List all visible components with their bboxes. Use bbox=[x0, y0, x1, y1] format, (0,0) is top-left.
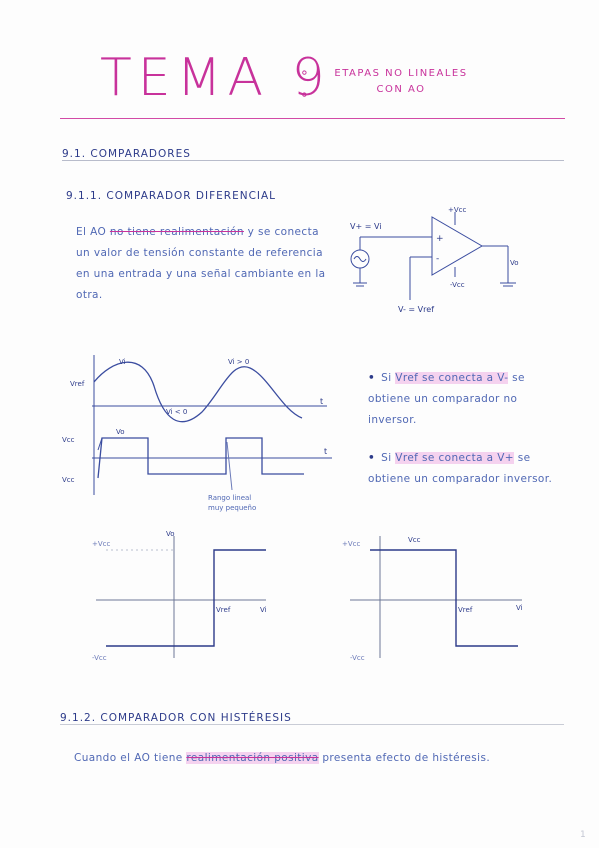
bullet-dot: • bbox=[368, 452, 376, 464]
title-colon: ∘∘ bbox=[300, 65, 309, 103]
opamp-triangle bbox=[431, 216, 483, 276]
page-number: 1 bbox=[580, 830, 586, 840]
label-vcc-pos: Vcc bbox=[62, 436, 75, 444]
square-wave-vo bbox=[97, 437, 304, 479]
transfer2-label-pos: +Vcc bbox=[342, 540, 361, 548]
label-plus-sign: + bbox=[436, 234, 444, 244]
label-vcc-neg: Vcc bbox=[62, 476, 75, 484]
subsection-heading-comparador-histeresis: 9.1.2. COMPARADOR CON HISTÉRESIS bbox=[60, 712, 292, 724]
label-vi-neg: Vi < 0 bbox=[166, 408, 187, 416]
transfer-curve-noninverting: Vo +Vcc -Vcc Vref Vi bbox=[92, 530, 267, 662]
note-linear-line-2: muy pequeño bbox=[208, 504, 256, 512]
transfer2-label-top: Vcc bbox=[408, 536, 421, 544]
note-pointer bbox=[226, 441, 233, 491]
transfer1-label-vref: Vref bbox=[216, 606, 231, 614]
para1-text-3: y se conecta un valor de tensión constan… bbox=[76, 226, 326, 301]
opamp-circuit-diagram: V+ = Vi + - +Vcc -Vcc Vo V- = Vref bbox=[350, 206, 519, 314]
label-vo: Vo bbox=[510, 259, 519, 267]
paragraph-histeresis: Cuando el AO tiene realimentación positi… bbox=[74, 748, 564, 769]
transfer1-label-neg: -Vcc bbox=[92, 654, 107, 662]
label-vi-pos: Vi > 0 bbox=[228, 358, 249, 366]
label-t-2: t bbox=[324, 447, 327, 456]
section-heading-comparadores: 9.1. COMPARADORES bbox=[62, 148, 191, 160]
page-subtitle: ETAPAS NO LINEALES CON AO bbox=[326, 66, 476, 98]
label-vplus: V+ = Vi bbox=[350, 222, 381, 231]
label-vi: Vi bbox=[119, 358, 126, 366]
para2-text-1: Cuando el AO bbox=[74, 752, 155, 764]
para1-text-struck: no tiene realimentación bbox=[109, 226, 244, 238]
transfer2-label-vi: Vi bbox=[516, 604, 523, 612]
label-minus-sign: - bbox=[436, 254, 439, 264]
para2-text-4: presenta efecto de histéresis. bbox=[318, 752, 491, 764]
label-vo-wave: Vo bbox=[116, 428, 125, 436]
label-vref: Vref bbox=[70, 380, 85, 388]
bullet-inversor: • Si Vref se conecta a V+ se obtiene un c… bbox=[368, 448, 568, 490]
label-pos-supply: +Vcc bbox=[448, 206, 467, 214]
paragraph-comparador-diferencial: El AO no tiene realimentación y se conec… bbox=[76, 222, 326, 306]
label-vminus: V- = Vref bbox=[398, 305, 434, 314]
transfer2-curve bbox=[370, 549, 518, 647]
transfer-curve-inverting: Vcc +Vcc -Vcc Vref Vi bbox=[342, 536, 523, 662]
bullet-no-inversor: • Si Vref se conecta a V- se obtiene un c… bbox=[368, 368, 568, 431]
transfer1-label-vo: Vo bbox=[166, 530, 175, 538]
bullet2-highlight: Vref se conecta a V+ bbox=[395, 452, 515, 464]
bullet1-post: se obtiene un comparador no inversor. bbox=[368, 372, 525, 426]
transfer1-curve bbox=[106, 549, 266, 647]
signal-source-wave bbox=[353, 256, 367, 262]
label-neg-supply: -Vcc bbox=[450, 281, 465, 289]
transfer2-label-neg: -Vcc bbox=[350, 654, 365, 662]
linear-edge-marker bbox=[97, 437, 103, 451]
para2-text-2: tiene bbox=[154, 752, 187, 764]
section-underline bbox=[62, 160, 564, 161]
page-title: TEMA 9 bbox=[100, 48, 331, 108]
bullet2-pre: Si bbox=[381, 452, 396, 464]
para2-highlight: realimentación positiva bbox=[186, 752, 319, 764]
title-underline bbox=[60, 118, 565, 119]
section-underline bbox=[60, 724, 564, 725]
transfer1-label-vi: Vi bbox=[260, 606, 267, 614]
waveform-diagram: Vref Vi Vi > 0 Vi < 0 t t Vo Vcc Vcc Ran… bbox=[62, 355, 332, 512]
subtitle-line-1: ETAPAS NO LINEALES bbox=[334, 68, 468, 79]
bullet1-pre: Si bbox=[381, 372, 396, 384]
transfer2-label-vref: Vref bbox=[458, 606, 473, 614]
transfer1-label-pos: +Vcc bbox=[92, 540, 111, 548]
label-t-1: t bbox=[320, 397, 323, 406]
bullet1-highlight: Vref se conecta a V- bbox=[395, 372, 509, 384]
para1-text-1: El AO bbox=[76, 226, 110, 238]
subsection-heading-comparador-diferencial: 9.1.1. COMPARADOR DIFERENCIAL bbox=[66, 190, 277, 202]
sine-wave-vi bbox=[93, 361, 303, 423]
bullet-dot: • bbox=[368, 372, 376, 384]
note-linear-line-1: Rango lineal bbox=[208, 494, 251, 502]
bullet2-post: se obtiene un comparador inversor. bbox=[368, 452, 553, 485]
subtitle-line-2: CON AO bbox=[376, 84, 426, 95]
